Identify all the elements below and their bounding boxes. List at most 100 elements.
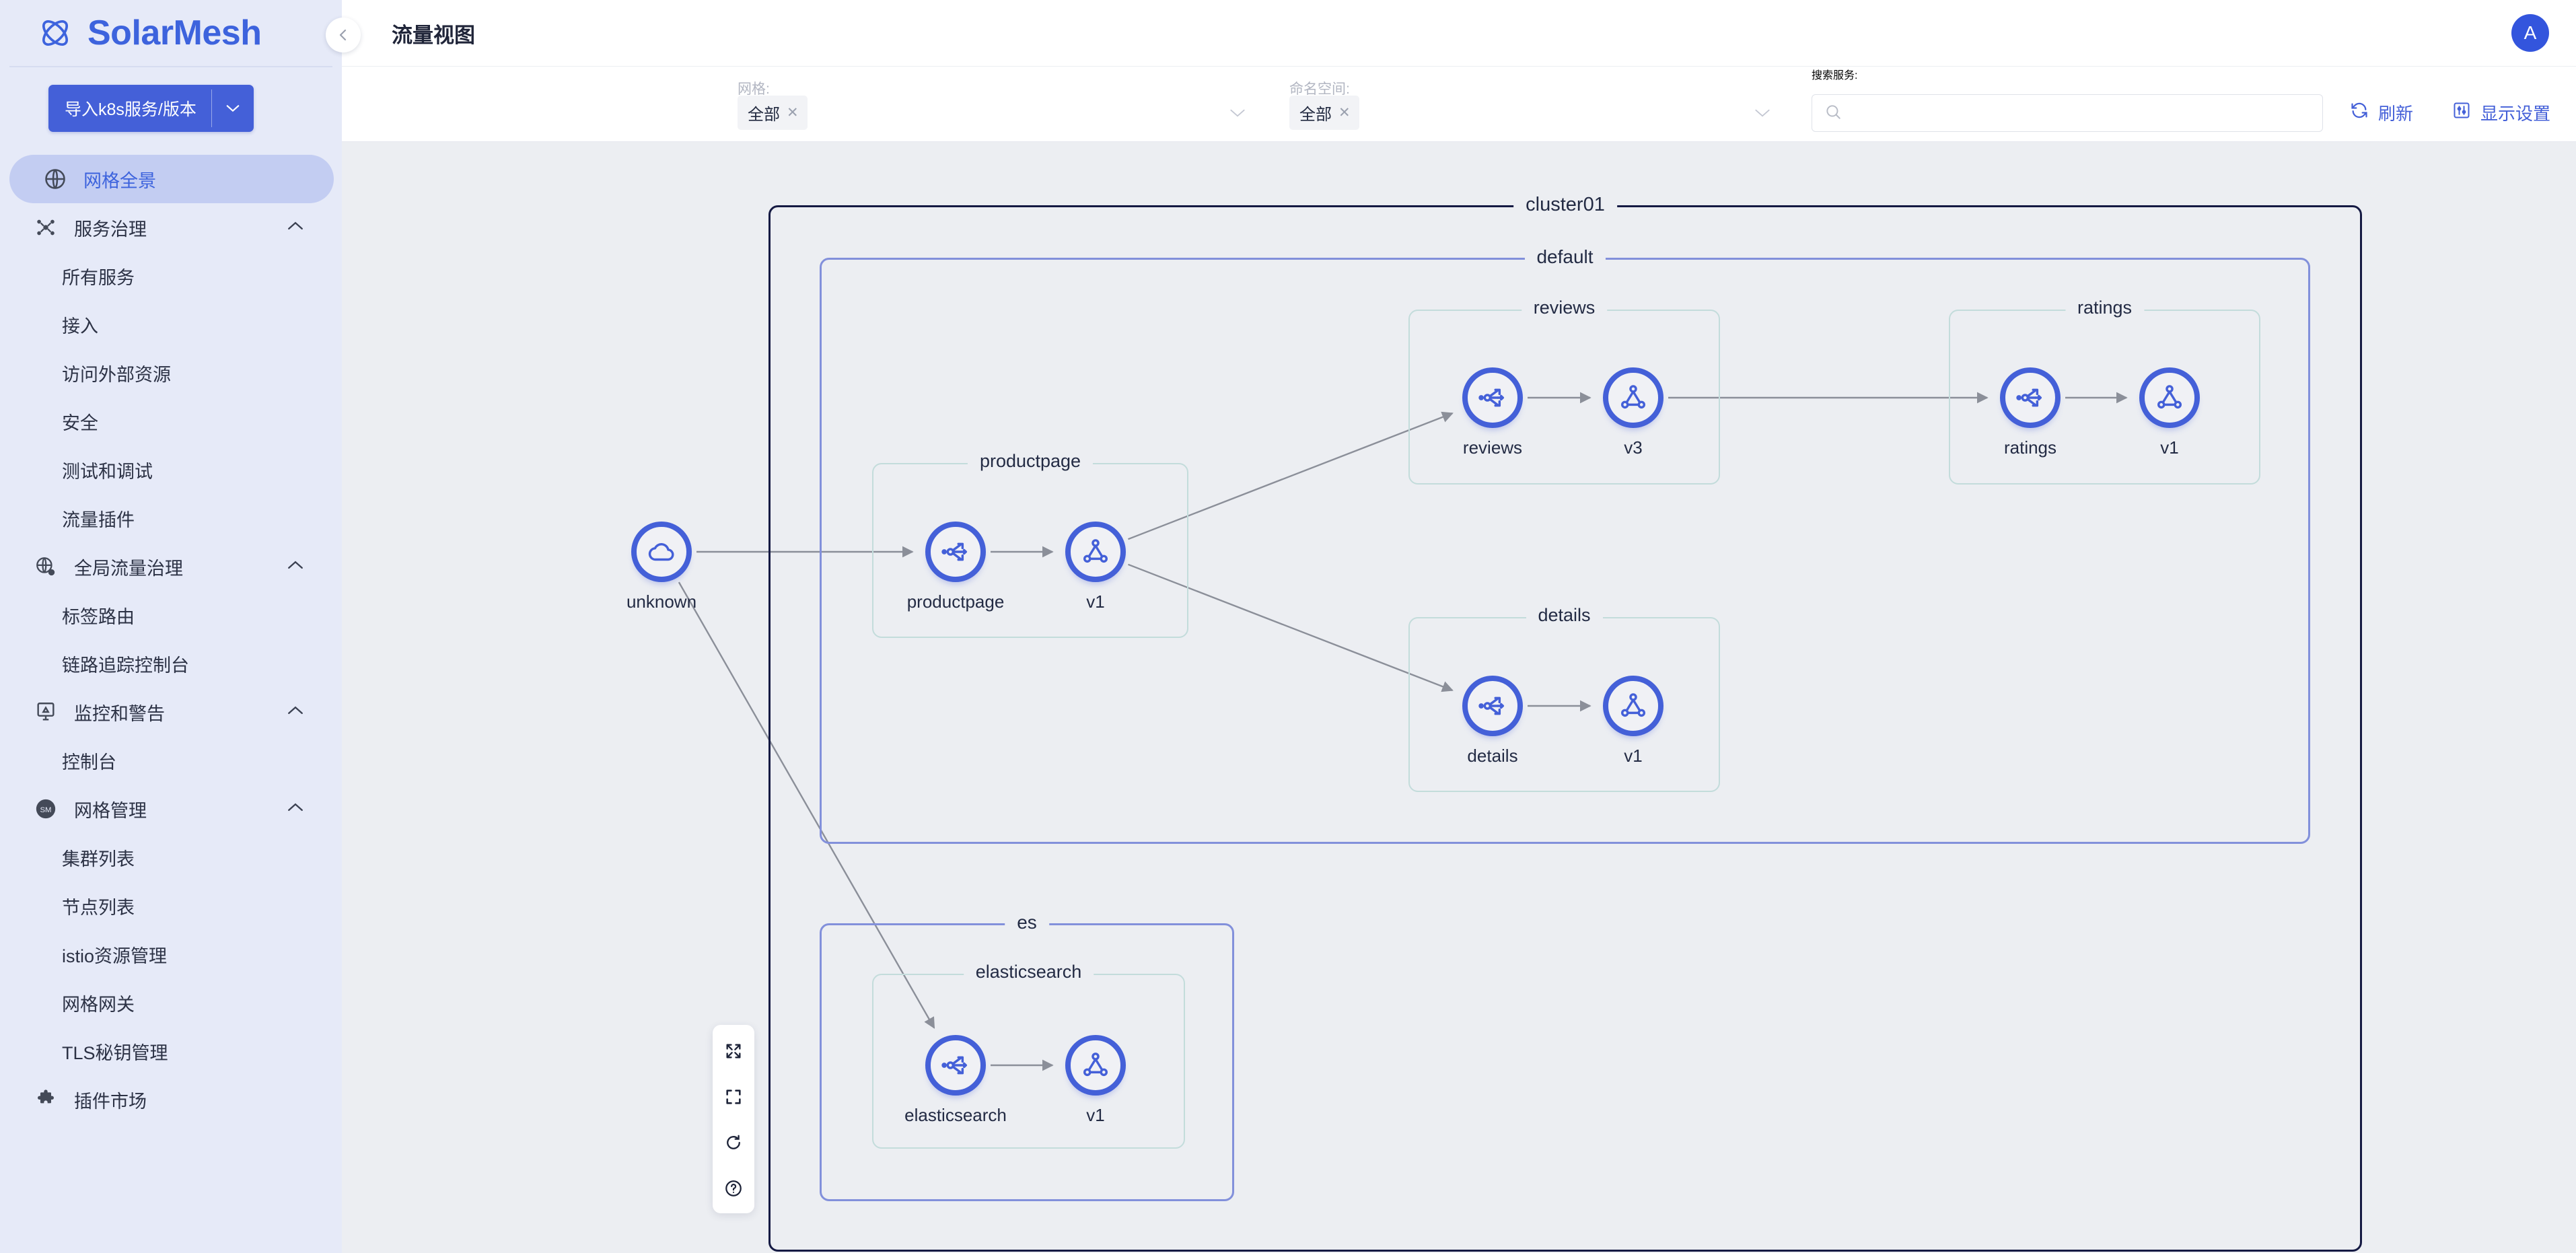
sidebar-item-label: 所有服务 [62, 267, 135, 288]
sidebar-item-label: 流量插件 [62, 509, 135, 530]
sidebar-item-label: 监控和警告 [74, 703, 165, 724]
sidebar-item-5[interactable]: 安全 [0, 397, 342, 445]
question-circle-icon[interactable] [718, 1173, 749, 1204]
sidebar-item-label: 集群列表 [62, 849, 135, 869]
service-node-icon[interactable] [2000, 367, 2061, 428]
sidebar-item-16[interactable]: istio资源管理 [0, 930, 342, 978]
fit-screen-icon[interactable] [718, 1081, 749, 1112]
sidebar-item-4[interactable]: 访问外部资源 [0, 349, 342, 397]
sidebar-item-0[interactable]: 网格全景 [9, 155, 334, 203]
display-settings-button[interactable]: 显示设置 [2452, 100, 2550, 125]
graph-node-elasticsearch-v1[interactable]: v1 [1065, 1035, 1126, 1125]
sidebar: SolarMesh 导入k8s服务/版本 网格全景服务治理所有服务接入访问外部资… [0, 0, 342, 1253]
graph-node-ratings-svc[interactable]: ratings [2000, 367, 2061, 458]
chevron-down-icon[interactable] [212, 85, 254, 132]
graph-node-elasticsearch-svc[interactable]: elasticsearch [904, 1035, 1007, 1125]
sidebar-item-14[interactable]: 集群列表 [0, 833, 342, 882]
chevron-up-icon[interactable] [287, 802, 304, 816]
sidebar-collapse-toggle[interactable] [326, 17, 361, 52]
search-box[interactable] [1812, 94, 2323, 132]
sidebar-item-11[interactable]: 监控和警告 [0, 688, 342, 736]
sidebar-item-6[interactable]: 测试和调试 [0, 445, 342, 494]
sidebar-item-12[interactable]: 控制台 [0, 736, 342, 785]
x-icon[interactable]: ✕ [1338, 104, 1351, 120]
brand-name: SolarMesh [87, 13, 262, 52]
graph-edge-unknown-to-elasticsearch-svc [678, 581, 935, 1029]
graph-node-label: v3 [1624, 437, 1643, 458]
sidebar-item-17[interactable]: 网格网关 [0, 978, 342, 1027]
mesh-tag-text: 全部 [748, 105, 780, 124]
graph-node-productpage-v1[interactable]: v1 [1065, 522, 1126, 612]
service-node-icon[interactable] [925, 522, 986, 582]
graph-node-label: productpage [906, 592, 1005, 612]
graph-node-label: unknown [626, 592, 697, 612]
chevron-up-icon[interactable] [287, 705, 304, 719]
graph-node-unknown[interactable]: unknown [627, 522, 696, 612]
cloud-icon[interactable] [631, 522, 692, 582]
mesh-selected-tag[interactable]: 全部 ✕ [738, 95, 808, 130]
version-node-icon[interactable] [2139, 367, 2200, 428]
graph-node-label: reviews [1462, 437, 1523, 458]
search-filter: 搜索服务: [1812, 66, 2343, 141]
sidebar-item-9[interactable]: 标签路由 [0, 591, 342, 639]
sidebar-item-label: 节点列表 [62, 897, 135, 918]
graph-node-reviews-v3[interactable]: v3 [1603, 367, 1663, 458]
sidebar-item-label: 网格网关 [62, 994, 135, 1015]
version-node-icon[interactable] [1065, 1035, 1126, 1096]
graph-node-ratings-v1[interactable]: v1 [2139, 367, 2200, 458]
graph-node-label: v1 [1624, 746, 1643, 766]
version-node-icon[interactable] [1065, 522, 1126, 582]
sidebar-item-15[interactable]: 节点列表 [0, 882, 342, 930]
version-node-icon[interactable] [1603, 676, 1663, 736]
service-node-icon[interactable] [925, 1035, 986, 1096]
page-title: 流量视图 [392, 23, 475, 47]
sidebar-item-label: 插件市场 [74, 1091, 147, 1112]
chevron-up-icon[interactable] [287, 560, 304, 574]
sidebar-item-label: 链路追踪控制台 [62, 655, 189, 676]
sidebar-item-label: 安全 [62, 413, 98, 433]
refresh-icon [2350, 101, 2369, 124]
namespace-selected-tag[interactable]: 全部 ✕ [1289, 95, 1359, 130]
sidebar-item-8[interactable]: 全局流量治理 [0, 542, 342, 591]
filter-actions: 刷新 显示设置 [2350, 100, 2550, 141]
reload-icon[interactable] [718, 1127, 749, 1158]
refresh-button[interactable]: 刷新 [2350, 100, 2413, 125]
sidebar-item-label: TLS秘钥管理 [62, 1042, 168, 1063]
import-k8s-service-button[interactable]: 导入k8s服务/版本 [48, 85, 254, 132]
sidebar-item-label: 测试和调试 [62, 461, 153, 482]
graph-node-productpage-svc[interactable]: productpage [907, 522, 1004, 612]
chevron-up-icon[interactable] [287, 221, 304, 235]
sidebar-item-19[interactable]: 插件市场 [0, 1075, 342, 1124]
version-node-icon[interactable] [1603, 367, 1663, 428]
sidebar-item-18[interactable]: TLS秘钥管理 [0, 1027, 342, 1075]
sidebar-item-3[interactable]: 接入 [0, 300, 342, 349]
graph-node-details-svc[interactable]: details [1462, 676, 1523, 766]
graph-node-label: v1 [1086, 592, 1105, 612]
service-node-icon[interactable] [1462, 367, 1523, 428]
alert-monitor-icon [32, 699, 59, 725]
namespace-select[interactable]: 全部 ✕ [1289, 95, 1359, 130]
graph-node-reviews-svc[interactable]: reviews [1462, 367, 1523, 458]
mesh-filter: 网格: 全部 ✕ [729, 66, 1281, 141]
mesh-select[interactable]: 全部 ✕ [738, 95, 808, 130]
brand-divider [9, 66, 332, 67]
sidebar-item-label: 接入 [62, 316, 98, 336]
sidebar-item-1[interactable]: 服务治理 [0, 203, 342, 252]
sidebar-item-10[interactable]: 链路追踪控制台 [0, 639, 342, 688]
sidebar-item-2[interactable]: 所有服务 [0, 252, 342, 300]
graph-node-details-v1[interactable]: v1 [1603, 676, 1663, 766]
sidebar-item-7[interactable]: 流量插件 [0, 494, 342, 542]
search-input[interactable] [1851, 104, 2310, 122]
avatar[interactable]: A [2511, 14, 2549, 52]
svg-text:SM: SM [40, 806, 52, 814]
chevron-down-icon[interactable] [1229, 104, 1246, 122]
chevron-down-icon[interactable] [1754, 104, 1771, 122]
expand-arrows-icon[interactable] [718, 1036, 749, 1067]
x-icon[interactable]: ✕ [787, 104, 799, 120]
globe-gear-icon [32, 553, 59, 580]
service-node-icon[interactable] [1462, 676, 1523, 736]
solarmesh-atom-icon [38, 15, 73, 50]
